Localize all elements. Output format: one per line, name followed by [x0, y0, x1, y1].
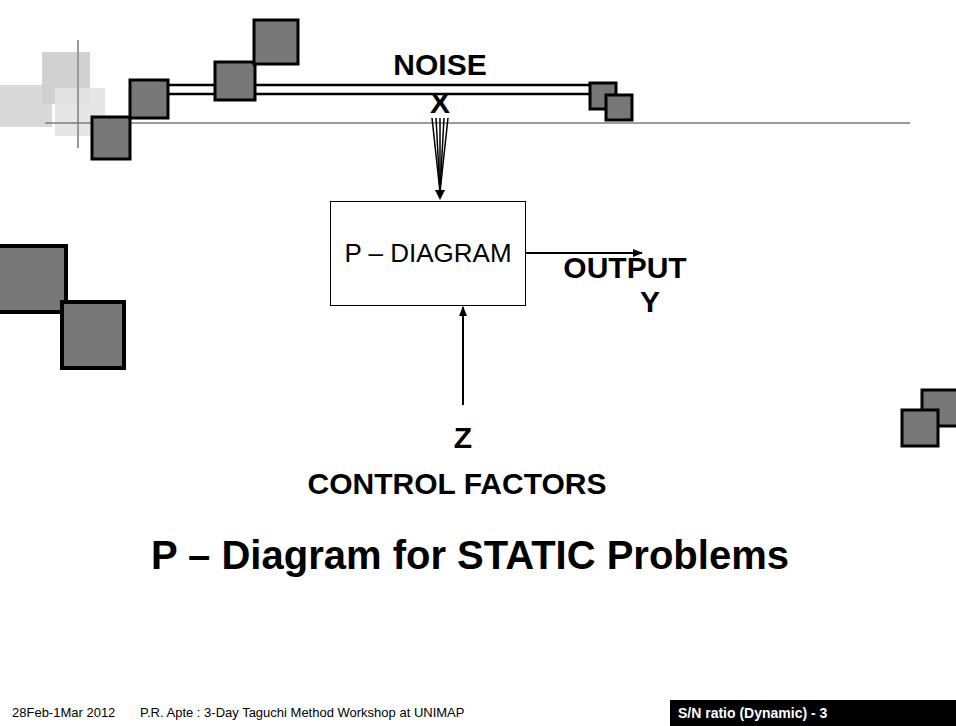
control-symbol: Z [454, 421, 472, 454]
footer-date: 28Feb-1Mar 2012 [12, 706, 115, 720]
noise-label: NOISE [393, 48, 486, 81]
control-label: CONTROL FACTORS [308, 467, 607, 500]
slide-title: P – Diagram for STATIC Problems [151, 533, 789, 577]
slide-tag: S/N ratio (Dynamic) - 3 [670, 700, 956, 726]
output-symbol: Y [640, 285, 660, 318]
node-text: S/N ratio (Dynamic) - 3 [678, 705, 827, 721]
output-label: OUTPUT [563, 251, 686, 284]
node-text: P – DIAGRAM [344, 238, 511, 269]
footer-author: P.R. Apte : 3-Day Taguchi Method Worksho… [140, 706, 464, 720]
input-symbol: X [430, 86, 450, 119]
process-box: P – DIAGRAM [330, 201, 525, 306]
